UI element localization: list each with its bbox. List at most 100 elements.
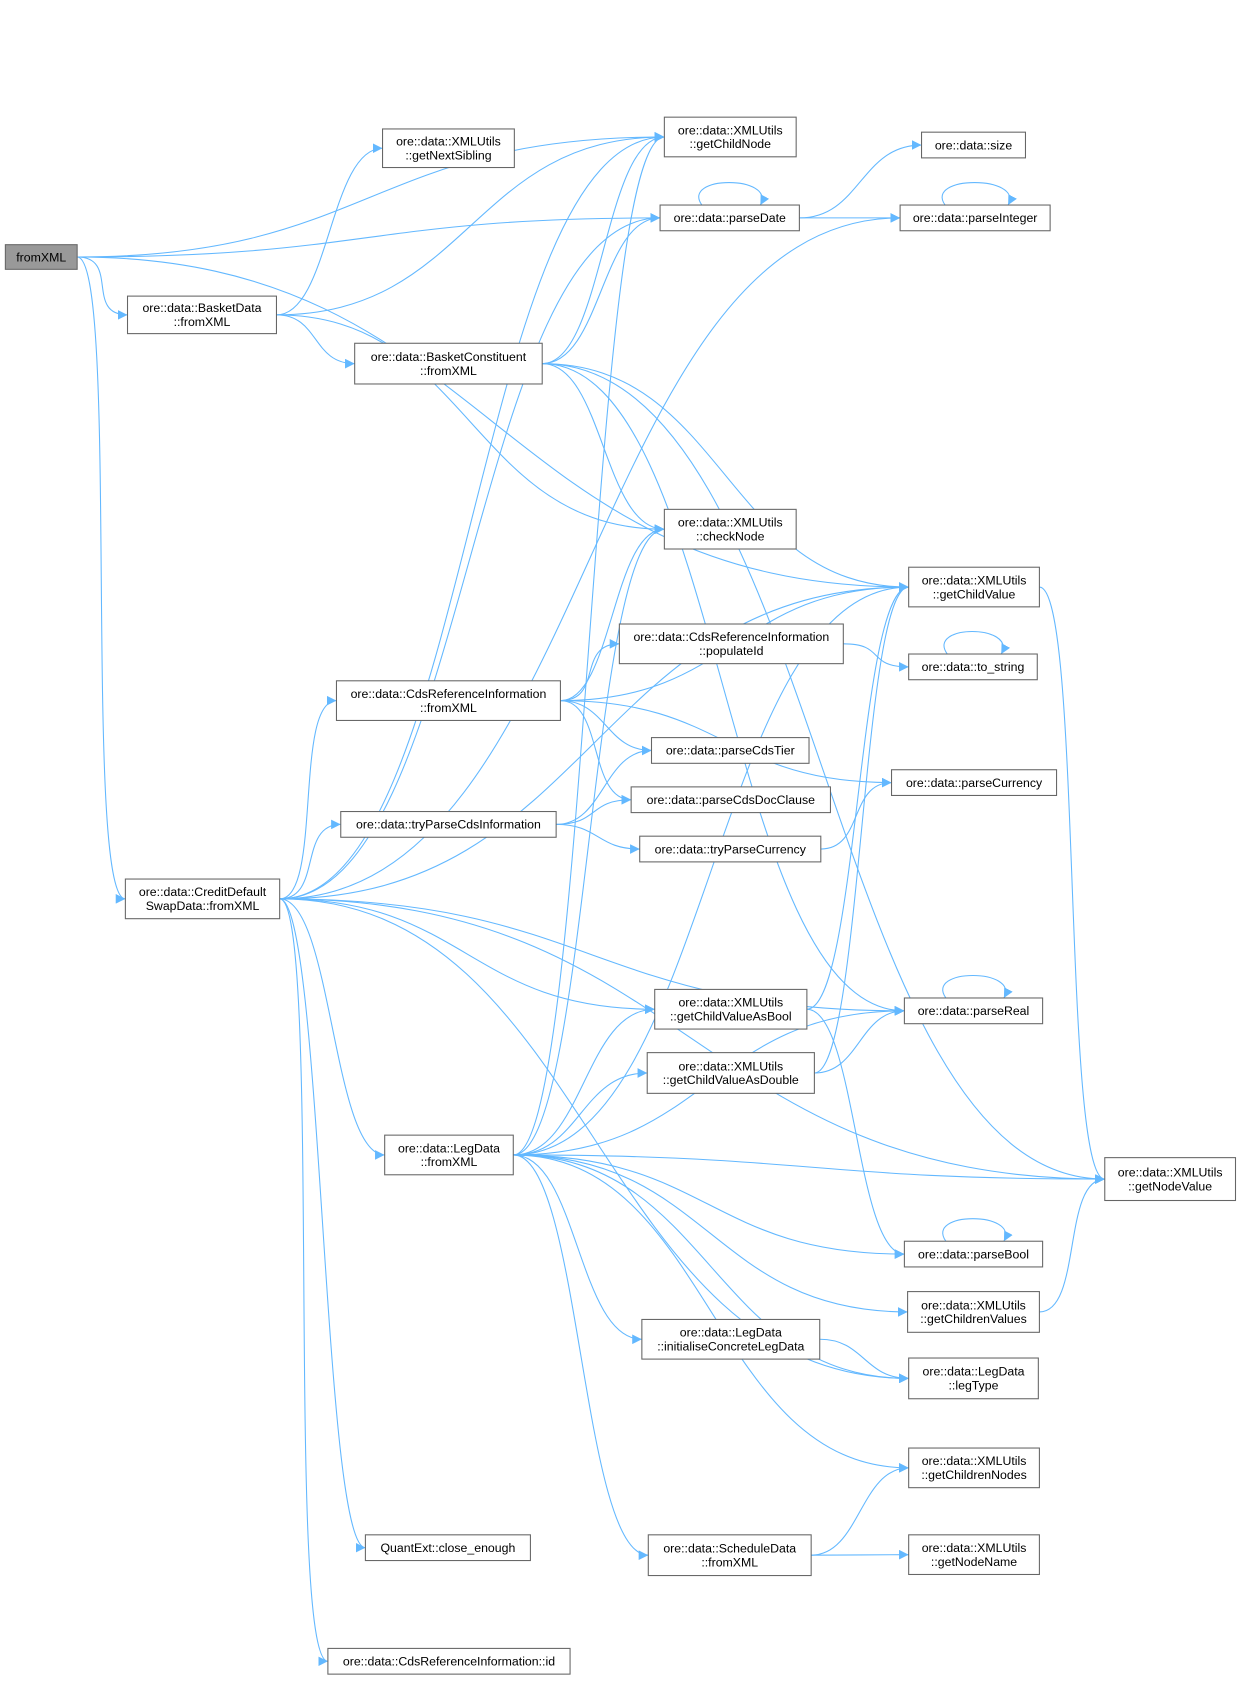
node-label: ::legType xyxy=(949,1379,999,1393)
node-getChildrenNodes[interactable]: ore::data::XMLUtils::getChildrenNodes xyxy=(908,1447,1040,1489)
edge-cdsRefFromXML-to-checkNode xyxy=(560,524,665,702)
node-getNodeName[interactable]: ore::data::XMLUtils::getNodeName xyxy=(908,1534,1040,1576)
edge-cdsFromXML-to-tryParseCdsInformation xyxy=(279,819,341,900)
node-box xyxy=(659,204,800,232)
node-label: ::fromXML xyxy=(420,364,477,378)
node-getChildValueAsBool[interactable]: ore::data::XMLUtils::getChildValueAsBool xyxy=(654,988,808,1030)
node-box xyxy=(126,295,277,335)
node-checkNode[interactable]: ore::data::XMLUtils::checkNode xyxy=(663,508,797,550)
edge-parseDate-to-parseDate xyxy=(698,182,770,206)
node-label: ore::data::CreditDefault xyxy=(139,885,267,899)
node-label: ::checkNode xyxy=(696,529,765,543)
node-label: ore::data::parseCdsDocClause xyxy=(647,793,816,807)
node-box xyxy=(663,116,797,158)
edge-legDataFromXML-to-initialiseConcreteLegData xyxy=(513,1154,642,1345)
edge-legDataFromXML-to-checkNode xyxy=(513,524,665,1156)
edge-basketData-to-getChildNode xyxy=(276,132,665,316)
node-parseBool[interactable]: ore::data::parseBool xyxy=(903,1240,1044,1268)
node-populateId[interactable]: ore::data::CdsReferenceInformation::popu… xyxy=(618,623,844,665)
edge-scheduleData-to-getNodeName xyxy=(811,1549,909,1560)
node-label: ::fromXML xyxy=(421,1155,478,1169)
node-legDataFromXML[interactable]: ore::data::LegData::fromXML xyxy=(384,1134,514,1176)
edges-layer xyxy=(77,132,1105,1666)
node-box xyxy=(384,1134,514,1176)
node-parseInteger[interactable]: ore::data::parseInteger xyxy=(899,204,1051,232)
node-label: QuantExt::close_enough xyxy=(380,1541,515,1555)
edge-legDataFromXML-to-getNodeValue xyxy=(513,1154,1105,1184)
node-toString[interactable]: ore::data::to_string xyxy=(908,653,1038,681)
node-box xyxy=(908,1447,1040,1489)
node-getChildrenValues[interactable]: ore::data::XMLUtils::getChildrenValues xyxy=(907,1291,1040,1333)
node-label: ::getChildValueAsDouble xyxy=(663,1073,799,1087)
node-label: ore::data::LegData xyxy=(680,1326,782,1340)
edge-cdsRefFromXML-to-populateId xyxy=(560,639,620,702)
node-parseCurrency[interactable]: ore::data::parseCurrency xyxy=(890,769,1058,796)
node-label: ore::data::XMLUtils xyxy=(678,515,783,529)
edge-root-to-getChildValue xyxy=(77,256,909,592)
node-basketConstituent[interactable]: ore::data::BasketConstituent::fromXML xyxy=(354,342,543,385)
edge-parseInteger-to-parseInteger xyxy=(941,181,1017,206)
node-box xyxy=(908,566,1040,608)
edge-parseBool-to-parseBool xyxy=(942,1218,1013,1242)
node-getChildValue[interactable]: ore::data::XMLUtils::getChildValue xyxy=(908,566,1040,608)
node-label: ::getChildrenValues xyxy=(920,1312,1027,1326)
node-tryParseCurrency[interactable]: ore::data::tryParseCurrency xyxy=(639,835,822,863)
edge-tryParseCdsInformation-to-tryParseCurrency xyxy=(556,823,640,854)
edge-populateId-to-toString xyxy=(843,643,909,672)
node-label: ::getChildValueAsBool xyxy=(670,1009,792,1023)
node-label: ore::data::parseCdsTier xyxy=(666,744,795,758)
node-root[interactable]: fromXML xyxy=(4,244,78,270)
node-label: ore::data::XMLUtils xyxy=(678,123,783,137)
node-box xyxy=(618,623,844,665)
node-box xyxy=(899,204,1051,232)
edge-basketConstituent-to-getChildNode xyxy=(542,132,665,365)
node-box xyxy=(646,1052,815,1094)
node-legType[interactable]: ore::data::LegData::legType xyxy=(908,1357,1039,1400)
node-box xyxy=(641,1318,821,1360)
node-parseReal[interactable]: ore::data::parseReal xyxy=(903,997,1044,1025)
edge-toString-to-toString xyxy=(943,631,1011,655)
node-label: ore::data::parseCurrency xyxy=(906,776,1043,790)
nodes-layer: fromXMLore::data::BasketData::fromXMLore… xyxy=(4,116,1237,1675)
node-label: ore::data::CdsReferenceInformation xyxy=(351,687,547,701)
edge-basketConstituent-to-getChildValue xyxy=(542,363,909,592)
node-box xyxy=(920,131,1027,159)
node-closeEnough[interactable]: QuantExt::close_enough xyxy=(364,1534,531,1562)
edge-root-to-cdsFromXML xyxy=(77,256,126,904)
node-label: ore::data::XMLUtils xyxy=(678,1059,783,1073)
node-parseCdsDocClause[interactable]: ore::data::parseCdsDocClause xyxy=(630,786,831,814)
node-getChildValueAsDouble[interactable]: ore::data::XMLUtils::getChildValueAsDoub… xyxy=(646,1052,815,1094)
node-scheduleData[interactable]: ore::data::ScheduleData::fromXML xyxy=(647,1534,812,1577)
node-getNextSibling[interactable]: ore::data::XMLUtils::getNextSibling xyxy=(382,128,515,169)
edge-cdsFromXML-to-legDataFromXML xyxy=(279,898,385,1160)
node-initialiseConcreteLegData[interactable]: ore::data::LegData::initialiseConcreteLe… xyxy=(641,1318,821,1360)
node-getChildNode[interactable]: ore::data::XMLUtils::getChildNode xyxy=(663,116,797,158)
node-box xyxy=(907,1291,1040,1333)
edge-parseReal-to-parseReal xyxy=(942,975,1013,999)
node-label: ::populateId xyxy=(699,644,764,658)
node-cdsRefFromXML[interactable]: ore::data::CdsReferenceInformation::from… xyxy=(335,680,561,721)
node-box xyxy=(354,342,543,385)
node-getNodeValue[interactable]: ore::data::XMLUtils::getNodeValue xyxy=(1104,1157,1237,1202)
node-parseCdsTier[interactable]: ore::data::parseCdsTier xyxy=(650,737,810,764)
node-cdsRefId[interactable]: ore::data::CdsReferenceInformation::id xyxy=(327,1647,571,1675)
edge-getChildValue-to-getNodeValue xyxy=(1039,586,1105,1184)
node-box xyxy=(1104,1157,1237,1202)
edge-legDataFromXML-to-getChildValueAsBool xyxy=(513,1004,655,1156)
node-label: ore::data::tryParseCdsInformation xyxy=(356,818,541,832)
node-basketData[interactable]: ore::data::BasketData::fromXML xyxy=(126,295,277,335)
node-label: ::getChildValue xyxy=(933,587,1016,601)
node-tryParseCdsInformation[interactable]: ore::data::tryParseCdsInformation xyxy=(340,810,557,838)
edge-tryParseCurrency-to-parseCurrency xyxy=(820,777,892,850)
edge-legDataFromXML-to-parseBool xyxy=(513,1154,905,1259)
node-box xyxy=(639,835,822,863)
edge-basketData-to-basketConstituent xyxy=(276,314,355,369)
edge-root-to-parseDate xyxy=(77,213,661,258)
edge-root-to-basketData xyxy=(77,256,128,320)
node-parseDate[interactable]: ore::data::parseDate xyxy=(659,204,800,232)
node-size[interactable]: ore::data::size xyxy=(920,131,1027,159)
edge-getChildrenValues-to-getNodeValue xyxy=(1039,1174,1105,1313)
node-cdsFromXML[interactable]: ore::data::CreditDefaultSwapData::fromXM… xyxy=(124,878,281,920)
node-label: fromXML xyxy=(16,250,66,264)
edge-cdsFromXML-to-getChildValueAsBool xyxy=(279,898,655,1015)
